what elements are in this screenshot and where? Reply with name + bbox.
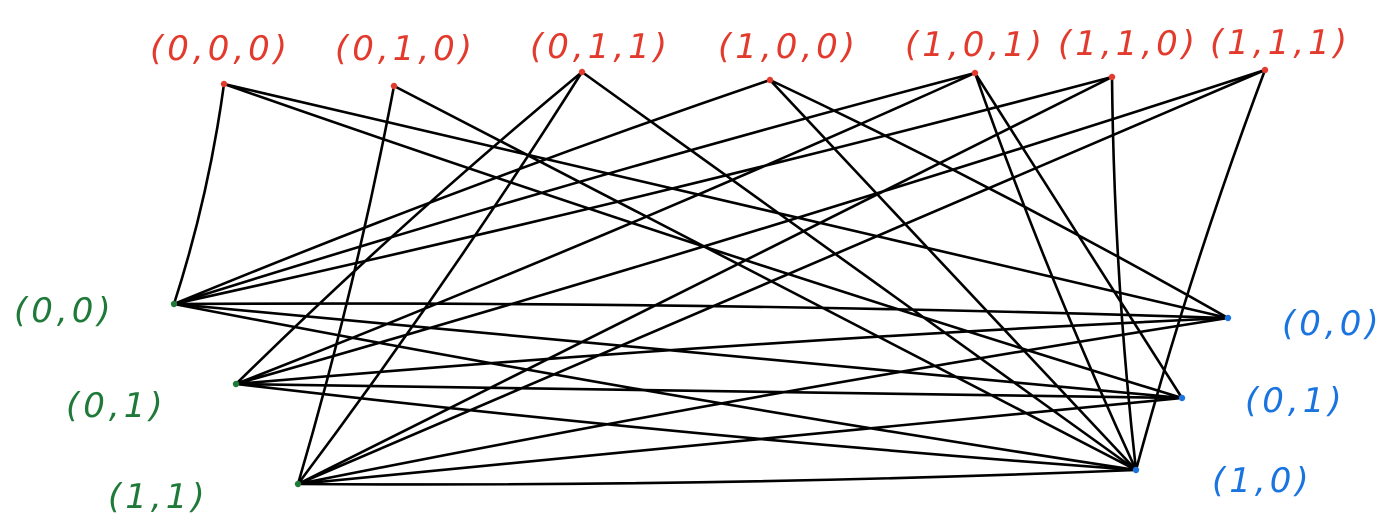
edge-l0-r2 (172, 302, 1138, 472)
edge-t0-l0 (172, 82, 226, 306)
edge-t4-l1 (234, 71, 977, 386)
labels-layer: (0,0,0) (0,1,0) (0,1,1) (1,0,0) (1,0,1) … (14, 23, 1383, 517)
node-dot-l2 (294, 480, 302, 488)
node-dot-l1 (232, 380, 240, 388)
edge-l2-r0 (296, 316, 1230, 486)
node-dot-t2 (578, 68, 586, 76)
top-node-label-0: (0,0,0) (150, 29, 291, 69)
edge-l0-r0 (172, 302, 1230, 320)
nodes-layer (170, 66, 1269, 488)
right-node-label-0: (0,0) (1282, 304, 1383, 344)
node-dot-l0 (170, 300, 178, 308)
edge-t5-l0 (172, 75, 1114, 306)
edge-t6-l2 (296, 68, 1267, 486)
node-dot-t0 (220, 80, 228, 88)
edges-layer (172, 68, 1267, 486)
edge-t6-l1 (234, 68, 1267, 386)
edge-t2-l2 (296, 70, 584, 486)
top-node-label-3: (1,0,0) (718, 27, 859, 67)
edge-t4-l0 (172, 71, 977, 306)
right-node-label-1: (0,1) (1245, 381, 1346, 421)
edge-t0-r0 (222, 82, 1230, 320)
edge-l2-r2 (296, 468, 1138, 486)
edge-t4-r2 (973, 71, 1138, 472)
edge-t2-r2 (580, 70, 1138, 472)
edge-t3-l0 (172, 78, 772, 306)
node-dot-r2 (1132, 466, 1140, 474)
top-node-label-6: (1,1,1) (1210, 23, 1351, 63)
node-dot-r0 (1224, 314, 1232, 322)
edge-l2-r1 (296, 396, 1184, 486)
top-node-label-1: (0,1,0) (335, 29, 476, 69)
node-dot-r1 (1178, 394, 1186, 402)
node-dot-t4 (971, 69, 979, 77)
node-dot-t1 (390, 82, 398, 90)
edge-t3-r2 (768, 78, 1138, 472)
edge-l1-r0 (234, 316, 1230, 386)
node-dot-t3 (766, 76, 774, 84)
edge-t2-l1 (234, 70, 584, 386)
top-node-label-5: (1,1,0) (1058, 24, 1199, 64)
right-node-label-2: (1,0) (1212, 461, 1313, 501)
edge-l1-r1 (234, 382, 1184, 400)
edge-l0-r1 (172, 302, 1184, 400)
edge-l1-r2 (234, 382, 1138, 472)
edge-t4-r1 (973, 71, 1184, 400)
node-dot-t5 (1108, 73, 1116, 81)
node-dot-t6 (1261, 66, 1269, 74)
top-node-label-4: (1,0,1) (905, 25, 1046, 65)
edge-t6-r2 (1134, 68, 1267, 472)
edge-t5-l2 (296, 75, 1114, 486)
top-node-label-2: (0,1,1) (530, 27, 671, 67)
left-node-label-2: (1,1) (108, 477, 209, 517)
edge-t5-r2 (1110, 75, 1138, 472)
edge-t1-l2 (296, 84, 396, 486)
left-node-label-0: (0,0) (14, 291, 115, 331)
left-node-label-1: (0,1) (66, 386, 167, 426)
